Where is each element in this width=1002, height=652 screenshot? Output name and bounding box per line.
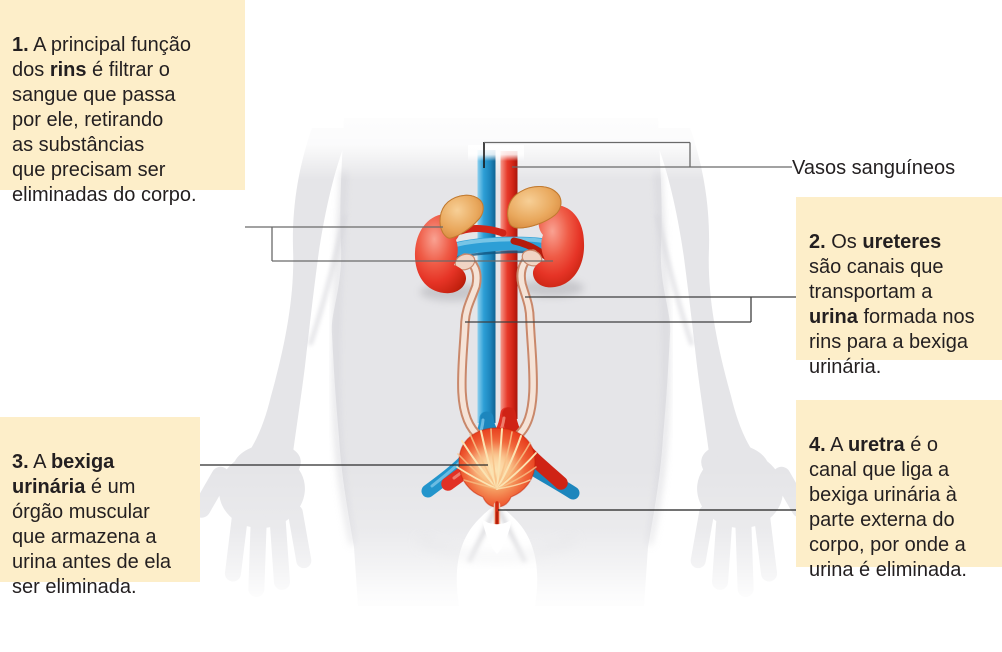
callout-kidneys-text: 1. A principal função dos rins é filtrar… [12, 34, 197, 206]
label-blood-vessels: Vasos sanguíneos [792, 157, 956, 179]
urethral-opening-arrow [482, 519, 512, 554]
callout-ureters-text: 2. Os ureteres são canais que transporta… [809, 231, 975, 378]
adrenal-glands [439, 185, 562, 239]
left-renal-pelvis [454, 253, 476, 271]
callout-bladder-text: 3. A bexiga urinária é um órgão muscular… [12, 451, 172, 598]
leader-kidneys [245, 226, 553, 262]
leader-ureters [465, 296, 796, 323]
urinary-anatomy [414, 145, 585, 554]
ureters [454, 249, 543, 442]
bladder-striations [456, 428, 537, 490]
callout-bladder: 3. A bexiga urinária é um órgão muscular… [0, 417, 200, 598]
right-kidney [532, 204, 585, 288]
leader-blood-vessels [483, 141, 792, 168]
callout-urethra-text: 4. A uretra é o canal que liga a bexiga … [809, 434, 967, 581]
bladder [456, 427, 537, 508]
callout-kidneys: 1. A principal função dos rins é filtrar… [0, 0, 245, 206]
leader-lines [200, 141, 796, 511]
callout-urethra: 4. A uretra é o canal que liga a bexiga … [796, 400, 1002, 581]
callout-ureters: 2. Os ureteres são canais que transporta… [796, 197, 1002, 378]
